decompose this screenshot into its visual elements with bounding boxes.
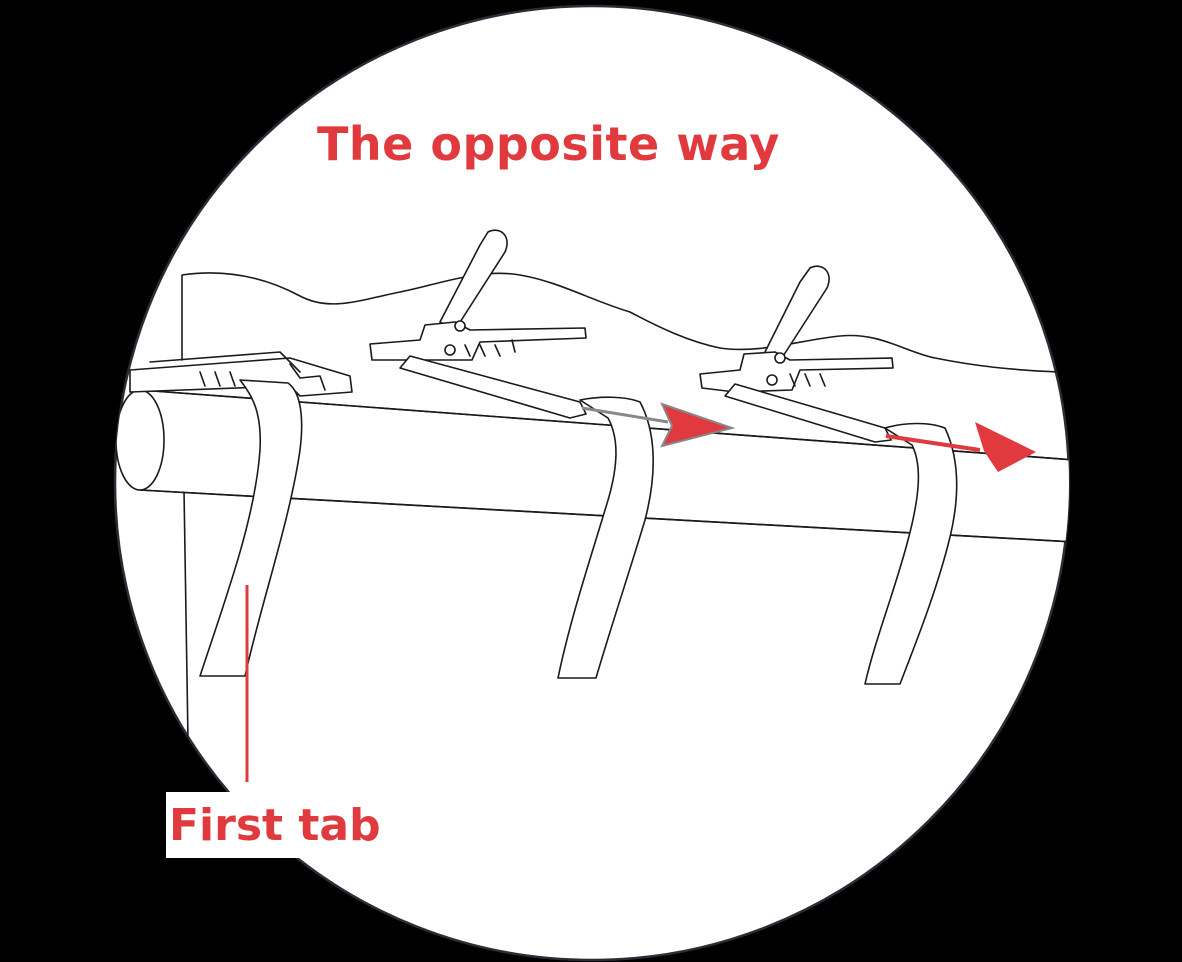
clip-2 [369,229,587,419]
rail-end-cap [115,389,165,491]
third-tab-strap [864,422,958,685]
clip-3 [699,265,894,443]
first-tab-strap [199,379,303,677]
curtain-fabric-top [181,272,1061,373]
first-tab-label-bg [166,792,364,858]
first-tab-label: First tab [169,800,381,851]
direction-arrow-icon-2 [885,422,1036,472]
clip-1 [129,351,353,397]
curtain-left-edge [183,489,189,741]
direction-arrow-icon [581,402,736,448]
title-label: The opposite way [317,117,780,171]
second-tab-strap [557,396,655,679]
